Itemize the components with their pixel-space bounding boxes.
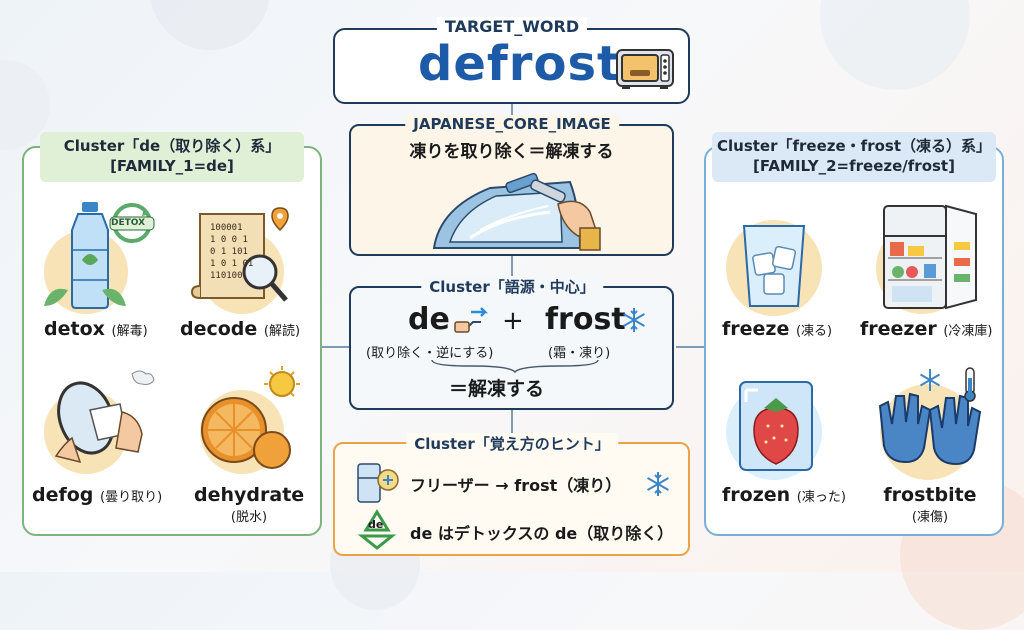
family1-title: Cluster「de（取り除く）系」: [63, 137, 281, 155]
microwave-icon: [616, 49, 674, 89]
target-word: defrost: [418, 36, 621, 92]
word-decode-text: decode: [180, 318, 258, 340]
word-freezer: freezer (冷凍庫): [860, 318, 993, 340]
prefix-meaning: (取り除く・逆にする): [366, 346, 494, 361]
bg-blob: [150, 0, 270, 50]
ice-glass-icon: [742, 225, 806, 307]
prefix-de: de: [408, 302, 450, 337]
family2-subtitle: [FAMILY_2=freeze/frost]: [753, 157, 955, 175]
recycle-badge: de: [368, 518, 384, 531]
word-freeze-text: freeze: [722, 318, 790, 340]
word-dehydrate-meaning: (脱水): [230, 510, 268, 525]
snowflake-icon: [623, 308, 645, 332]
word-frostbite-meaning: (凍傷): [911, 510, 949, 525]
removal-hand-icon: [454, 307, 489, 333]
windshield-scraper-icon: [432, 172, 601, 251]
binary-line: 1 0 1 01: [210, 259, 254, 269]
word-frozen-meaning: (凍った): [796, 490, 846, 505]
family1-header: Cluster「de（取り除く）系」 [FAMILY_1=de]: [40, 132, 304, 182]
detox-badge: DETOX: [111, 218, 146, 228]
word-dehydrate-text: dehydrate: [194, 484, 305, 506]
word-dehydrate: dehydrate (脱水): [194, 484, 304, 525]
family2-header: Cluster「freeze・frost（凍る）系」 [FAMILY_2=fre…: [712, 132, 996, 182]
word-freezer-meaning: (冷凍庫): [943, 324, 993, 339]
word-freeze-meaning: (凍る): [795, 324, 833, 339]
word-detox-text: detox: [44, 318, 105, 340]
scroll-icon: [190, 207, 289, 302]
etymology-label: Cluster「語源・中心」: [421, 276, 603, 297]
word-detox-meaning: (解毒): [111, 324, 148, 339]
bg-blob: [820, 0, 970, 90]
brace-decoration: [431, 359, 599, 374]
connector-top: [511, 256, 513, 286]
connector-title: [511, 104, 513, 122]
detox-cycle-icon: [109, 203, 155, 243]
target-word-label: TARGET_WORD: [436, 17, 588, 36]
root-frost: frost: [545, 302, 626, 337]
recycle-icon: [357, 509, 397, 550]
water-bottle-icon: [71, 202, 109, 309]
word-defog-meaning: (曇り取り): [100, 490, 163, 505]
binary-line: 110100: [210, 271, 243, 281]
open-fridge-icon: [883, 204, 977, 310]
word-decode-meaning: (解読): [263, 324, 301, 339]
connector-left: [322, 346, 350, 348]
hint-line-2: de はデトックスの de（取り除く）: [410, 524, 674, 543]
word-freeze: freeze (凍る): [722, 318, 832, 340]
word-frozen-text: frozen: [722, 484, 791, 506]
word-frozen: frozen (凍った): [722, 484, 846, 506]
binary-text: 100001 1 0 0 1 0 1 101 1 0 1 01 110100: [210, 222, 270, 282]
word-decode: decode (解読): [180, 318, 300, 340]
core-image-text: 凍りを取り除く＝解凍する: [409, 142, 614, 162]
mirror-wipe-icon: [54, 370, 155, 464]
freezer-small-icon: [357, 463, 399, 503]
family2-title: Cluster「freeze・frost（凍る）系」: [717, 137, 991, 155]
hints-label: Cluster「覚え方のヒント」: [406, 433, 618, 454]
connector-bottom: [511, 410, 513, 442]
word-frostbite-text: frostbite: [883, 484, 977, 506]
word-freezer-text: freezer: [860, 318, 937, 340]
dried-orange-icon: [201, 366, 300, 469]
word-frostbite: frostbite (凍傷): [872, 484, 988, 525]
plus-sign: +: [502, 306, 524, 336]
core-image-label: JAPANESE_CORE_IMAGE: [405, 115, 619, 133]
hint-line-1: フリーザー → frost（凍り）: [410, 476, 622, 495]
binary-line: 0 1 101: [210, 247, 248, 257]
word-detox: detox (解毒): [44, 318, 148, 340]
word-defog: defog (曇り取り): [32, 484, 162, 506]
family1-subtitle: [FAMILY_1=de]: [110, 157, 234, 175]
binary-line: 100001: [210, 223, 243, 233]
snowflake-icon: [647, 472, 669, 496]
word-defog-text: defog: [32, 484, 94, 506]
frozen-strawberry-icon: [739, 381, 813, 471]
root-meaning: (霜・凍り): [548, 346, 611, 361]
etymology-result: ＝解凍する: [449, 378, 545, 400]
binary-line: 1 0 0 1: [210, 235, 248, 245]
connector-right: [676, 346, 704, 348]
gloves-icon: [878, 367, 982, 466]
leaf-icon: [44, 288, 126, 306]
